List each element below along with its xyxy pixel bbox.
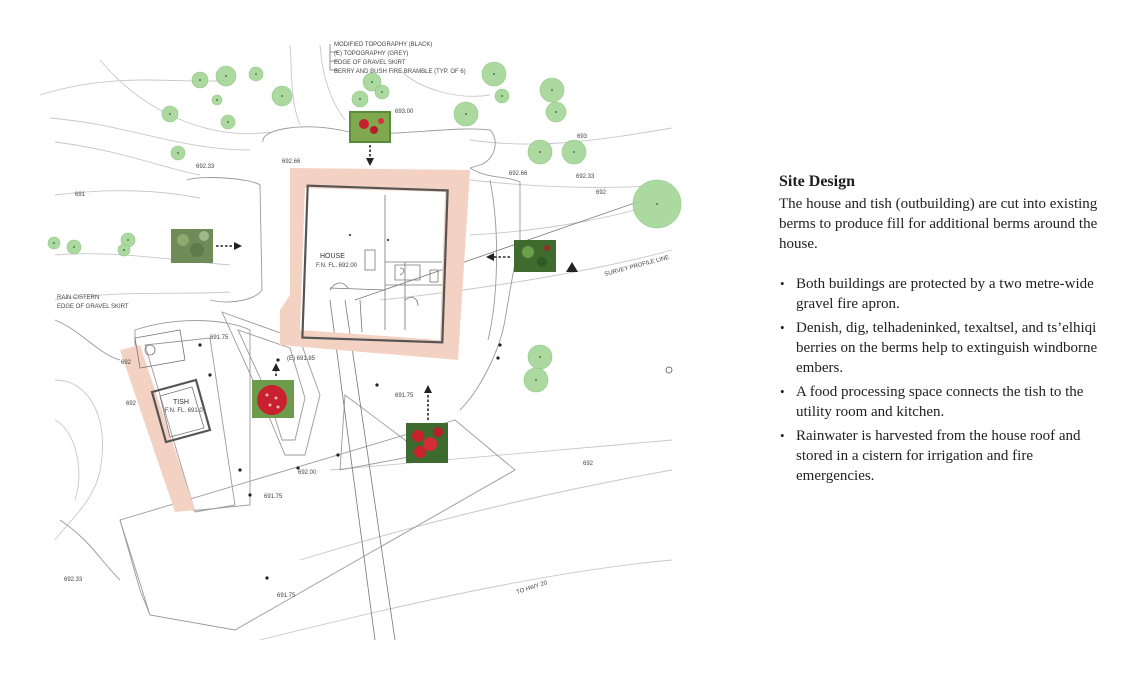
site-plan-drawing: HOUSE F.N. FL. 692.00 TISH F.N. FL. 691.… [39,42,682,641]
contour-692-lower: 692 [126,401,137,407]
plan-labels: RAIN CISTERN EDGE OF GRAVEL SKIRT 693.00… [57,109,607,599]
direction-arrows [216,145,510,420]
bullet-item: A food processing space connects the tis… [779,382,1109,422]
bullet-item: Both buildings are protected by a two me… [779,274,1109,314]
elevation-691-85: (E) 691.85 [287,356,316,362]
panel-bullet-list: Both buildings are protected by a two me… [779,274,1109,486]
north-marker-icon [566,262,578,272]
elevation-691-75-c: 691.75 [264,494,283,500]
tish-fire-apron [120,345,195,512]
site-plan: HOUSE F.N. FL. 692.00 TISH F.N. FL. 691.… [39,42,682,641]
berry-photo-top [349,111,391,143]
road-label: TO HWY 20 [516,580,549,596]
contour-691: 691 [75,192,86,198]
house-floor-label: F.N. FL. 692.00 [316,263,358,269]
modified-topography [54,126,673,641]
berry-photos [171,111,556,463]
elevation-692-33-left: 692.33 [196,164,215,170]
gravel-skirt-label: EDGE OF GRAVEL SKIRT [57,304,129,310]
cistern-label: RAIN CISTERN [57,295,99,301]
legend-item-2: EDGE OF GRAVEL SKIRT [334,60,406,66]
berry-photo-center [252,380,294,418]
contour-693: 693 [577,134,588,140]
tish-building: TISH F.N. FL. 691.0 [134,329,212,444]
contour-692-right: 692 [596,190,607,196]
elevation-693-00: 693.00 [395,109,414,115]
elevation-points [198,343,502,580]
berry-photo-right [514,240,556,272]
panel-title: Site Design [779,173,855,190]
legend-item-1: (E) TOPOGRAPHY (GREY) [334,51,408,57]
plan-legend: MODIFIED TOPOGRAPHY (BLACK) (E) TOPOGRAP… [329,42,466,75]
elevation-692-66-left: 692.66 [282,159,301,165]
elevation-691-75-d: 691.75 [277,593,296,599]
elevation-691-75-a: 691.75 [210,335,229,341]
legend-item-0: MODIFIED TOPOGRAPHY (BLACK) [334,42,432,48]
house-building: HOUSE F.N. FL. 692.00 [301,184,449,344]
survey-line-label: SURVEY PROFILE LINE [604,255,670,278]
survey-point-icon [665,366,673,374]
bullet-item: Denish, dig, telhadeninked, texaltsel, a… [779,318,1109,378]
berry-photo-bottom [406,423,448,463]
site-design-panel: Site Design The house and tish (outbuild… [779,173,1109,490]
house-name-label: HOUSE [320,253,345,260]
elevation-691-75-b: 691.75 [395,393,414,399]
gravel-fire-apron [120,168,470,512]
contour-692-left: 692 [121,360,132,366]
house-fire-apron [280,168,470,360]
legend-item-3: BERRY AND BUSH FIRE BRAMBLE (TYP. OF 6) [334,69,466,75]
tish-name-label: TISH [173,399,189,406]
road-and-paths: TO HWY 20 SURVEY PROFILE LINE [119,255,673,616]
elevation-692-33-right: 692.33 [576,174,595,180]
elevation-692-66-right: 692.66 [509,171,528,177]
elevation-692-33-bottom: 692.33 [64,577,83,583]
elevation-692-00: 692.00 [298,470,317,476]
berry-photo-left [171,229,213,263]
contour-692-bottom: 692 [583,461,594,467]
tish-floor-label: F.N. FL. 691.0 [165,408,203,414]
panel-intro: The house and tish (outbuilding) are cut… [779,196,1098,252]
tree-canopies [47,61,682,393]
bullet-item: Rainwater is harvested from the house ro… [779,426,1109,486]
